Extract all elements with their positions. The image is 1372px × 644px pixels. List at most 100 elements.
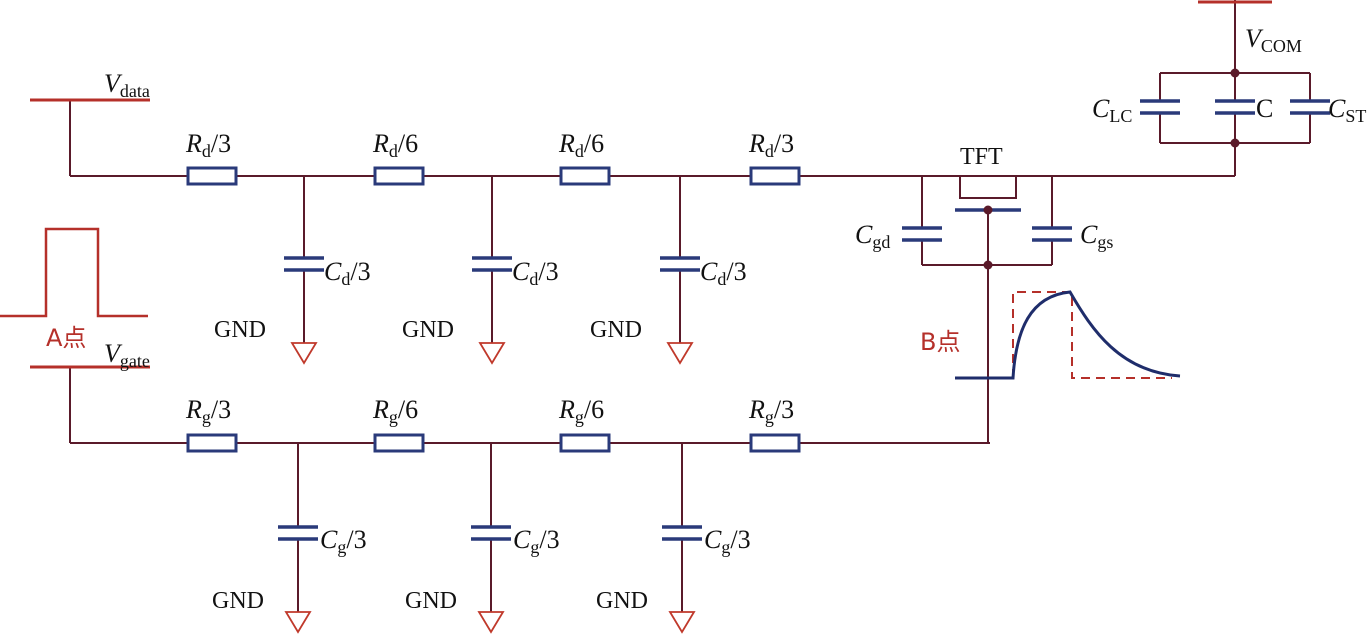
- gate-capacitor-label-main: C: [513, 525, 531, 554]
- gate-capacitor-label-suffix: /3: [539, 525, 559, 554]
- data-capacitor-label-suffix: /3: [538, 257, 558, 286]
- gate-resistor-label-main: R: [558, 395, 575, 424]
- gate-resistor: [373, 433, 425, 453]
- data-resistor-label-main: R: [185, 129, 202, 158]
- data-resistor-label: Rd/6: [558, 129, 604, 161]
- gate-resistor-label: Rg/6: [372, 395, 418, 427]
- gnd-label: GND: [405, 588, 457, 614]
- gnd-label: GND: [590, 317, 642, 343]
- gate-resistor-label-suffix: /3: [211, 395, 231, 424]
- cgd-capacitor: [902, 226, 942, 242]
- cgs-label-sub: gs: [1097, 232, 1113, 252]
- gate-resistor-label: Rg/3: [185, 395, 231, 427]
- gate-resistor-label-sub: g: [202, 407, 211, 427]
- gate-capacitor-label-suffix: /3: [346, 525, 366, 554]
- data-capacitor-label-main: C: [512, 257, 530, 286]
- gate-capacitor-label: Cg/3: [704, 525, 751, 557]
- gate-pulse-waveform: [0, 227, 148, 318]
- clc-capacitor: [1140, 99, 1180, 115]
- wires: [69, 0, 1311, 612]
- data-capacitor-label: Cd/3: [512, 257, 559, 289]
- data-resistor-label: Rd/6: [372, 129, 418, 161]
- data-resistor-label-suffix: /6: [584, 129, 604, 158]
- cgd-label: Cgd: [855, 220, 890, 252]
- point-a-label: A点: [46, 324, 86, 352]
- gnd-label: GND: [402, 317, 454, 343]
- vdata-label-sub: data: [120, 81, 150, 101]
- gate-resistor-label: Rg/6: [558, 395, 604, 427]
- gnd-label: GND: [596, 588, 648, 614]
- gnd-label: GND: [212, 588, 264, 614]
- gate-resistor-label-suffix: /3: [774, 395, 794, 424]
- data-capacitor-label: Cd/3: [324, 257, 371, 289]
- ground-symbol: [478, 342, 506, 365]
- cst-label: CST: [1328, 94, 1366, 126]
- tft-channel: [922, 175, 1052, 199]
- data-resistor-label-main: R: [372, 129, 389, 158]
- gate-capacitor-label: Cg/3: [513, 525, 560, 557]
- gate-resistor-label: Rg/3: [748, 395, 794, 427]
- vcom-label-main: V: [1245, 24, 1264, 53]
- clc-label-main: C: [1092, 94, 1110, 123]
- data-resistor-label-suffix: /6: [398, 129, 418, 158]
- ground-symbol: [666, 342, 694, 365]
- ground-symbol: [290, 342, 318, 365]
- data-resistor-label-suffix: /3: [774, 129, 794, 158]
- data-resistor-label-suffix: /3: [211, 129, 231, 158]
- ground-symbol: [284, 611, 312, 634]
- data-capacitor: [472, 256, 512, 272]
- gate-capacitor-label-suffix: /3: [730, 525, 750, 554]
- vgate-label-main: V: [104, 339, 123, 368]
- gnd-label: GND: [214, 317, 266, 343]
- gate-resistor: [559, 433, 611, 453]
- data-capacitor-label-sub: d: [341, 269, 350, 289]
- pixel-node-dot: [1230, 138, 1240, 148]
- gate-capacitor-label-sub: g: [721, 537, 730, 557]
- data-resistor-label: Rd/3: [185, 129, 231, 161]
- data-capacitor-label-main: C: [324, 257, 342, 286]
- c-label: C: [1256, 94, 1273, 123]
- data-resistor-label-sub: d: [202, 141, 211, 161]
- c-capacitor: [1215, 99, 1255, 115]
- data-resistor-label: Rd/3: [748, 129, 794, 161]
- data-resistor-label-sub: d: [575, 141, 584, 161]
- gate-capacitor-label: Cg/3: [320, 525, 367, 557]
- cgd-label-sub: gd: [872, 232, 890, 252]
- cgd-label-main: C: [855, 220, 873, 249]
- data-capacitor: [284, 256, 324, 272]
- gate-resistor-label-main: R: [748, 395, 765, 424]
- data-resistor-label-main: R: [748, 129, 765, 158]
- ground-symbol: [668, 611, 696, 634]
- gate-resistor-label-sub: g: [765, 407, 774, 427]
- data-capacitor: [660, 256, 700, 272]
- gate-resistor-label-sub: g: [389, 407, 398, 427]
- gate-capacitor: [471, 525, 511, 541]
- data-capacitor-label-suffix: /3: [350, 257, 370, 286]
- cgs-label-main: C: [1080, 220, 1098, 249]
- cst-capacitor: [1290, 99, 1330, 115]
- cgs-capacitor: [1032, 226, 1072, 242]
- gate-resistor: [749, 433, 801, 453]
- data-capacitor-label-sub: d: [529, 269, 538, 289]
- data-resistor: [559, 166, 611, 186]
- data-resistor-label-sub: d: [389, 141, 398, 161]
- tft-label: TFT: [960, 144, 1003, 170]
- vgate-label-sub: gate: [120, 351, 150, 371]
- gate-resistor: [186, 433, 238, 453]
- gate-capacitor-label-main: C: [704, 525, 722, 554]
- tft-gate-dot: [983, 205, 993, 215]
- cgs-label: Cgs: [1080, 220, 1113, 252]
- gate-node-dot: [983, 260, 993, 270]
- data-resistor-label-sub: d: [765, 141, 774, 161]
- gate-resistor-label-sub: g: [575, 407, 584, 427]
- gate-capacitor-label-main: C: [320, 525, 338, 554]
- gate-capacitor-label-sub: g: [530, 537, 539, 557]
- data-capacitor-label-suffix: /3: [726, 257, 746, 286]
- gate-resistor-label-suffix: /6: [398, 395, 418, 424]
- clc-label-sub: LC: [1109, 106, 1132, 126]
- data-resistor: [373, 166, 425, 186]
- vcom-label-sub: COM: [1261, 36, 1302, 56]
- ground-symbol: [477, 611, 505, 634]
